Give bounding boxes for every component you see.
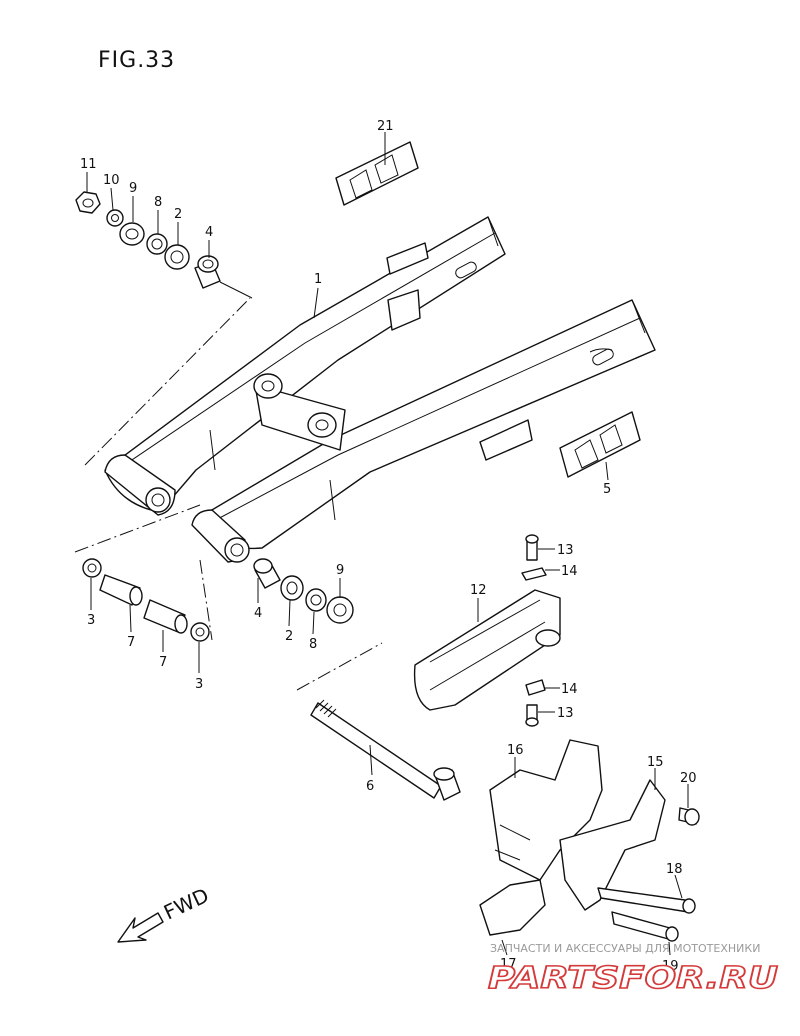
callout-14b: 14 bbox=[561, 682, 578, 697]
callout-2b: 2 bbox=[285, 629, 293, 644]
callout-4a: 4 bbox=[205, 225, 213, 240]
pivot-collars-lower bbox=[82, 558, 210, 642]
callout-2a: 2 bbox=[174, 207, 182, 222]
chain-buffer-part-21 bbox=[335, 141, 419, 206]
watermark-caption: ЗАПЧАСТИ И АКСЕССУАРЫ ДЛЯ МОТОТЕХНИКИ bbox=[490, 942, 760, 955]
swingarm-part-1 bbox=[104, 216, 656, 563]
callout-1: 1 bbox=[314, 272, 322, 287]
callout-18: 18 bbox=[666, 862, 683, 877]
callout-13b: 13 bbox=[557, 706, 574, 721]
callout-19: 19 bbox=[662, 959, 679, 974]
pivot-hardware-upper bbox=[75, 191, 221, 289]
callout-10: 10 bbox=[103, 173, 120, 188]
callout-3b: 3 bbox=[195, 677, 203, 692]
callout-13a: 13 bbox=[557, 543, 574, 558]
callout-9b: 9 bbox=[336, 563, 344, 578]
pivot-hardware-lower bbox=[253, 558, 354, 624]
chain-guide-bolts bbox=[521, 534, 547, 727]
pivot-bolt-part-6 bbox=[310, 699, 461, 801]
callout-14a: 14 bbox=[561, 564, 578, 579]
callout-8a: 8 bbox=[154, 195, 162, 210]
callout-21: 21 bbox=[377, 119, 394, 134]
bolts-18-19-20 bbox=[597, 807, 700, 942]
callout-20: 20 bbox=[680, 771, 697, 786]
callout-17: 17 bbox=[500, 957, 517, 972]
callout-6: 6 bbox=[366, 779, 374, 794]
forward-arrow-icon bbox=[117, 912, 164, 943]
callout-7a: 7 bbox=[127, 635, 135, 650]
callouts: 11 10 9 8 2 4 1 21 5 3 7 7 3 4 2 8 9 6 bbox=[80, 119, 697, 974]
chain-buffer-part-5 bbox=[559, 411, 641, 478]
forward-label: FWD bbox=[160, 883, 212, 924]
guide-bracket-assembly bbox=[479, 739, 666, 936]
callout-4b: 4 bbox=[254, 606, 262, 621]
callout-8b: 8 bbox=[309, 637, 317, 652]
callout-3a: 3 bbox=[87, 613, 95, 628]
figure-title: FIG.33 bbox=[98, 48, 175, 73]
callout-7b: 7 bbox=[159, 655, 167, 670]
callout-16: 16 bbox=[507, 743, 524, 758]
callout-5: 5 bbox=[603, 482, 611, 497]
callout-12: 12 bbox=[470, 583, 487, 598]
chain-guide-part-12 bbox=[413, 589, 561, 711]
callout-9a: 9 bbox=[129, 181, 137, 196]
watermark-brand: PARTSFOR.RU bbox=[488, 961, 778, 996]
callout-15: 15 bbox=[647, 755, 664, 770]
callout-11: 11 bbox=[80, 157, 97, 172]
